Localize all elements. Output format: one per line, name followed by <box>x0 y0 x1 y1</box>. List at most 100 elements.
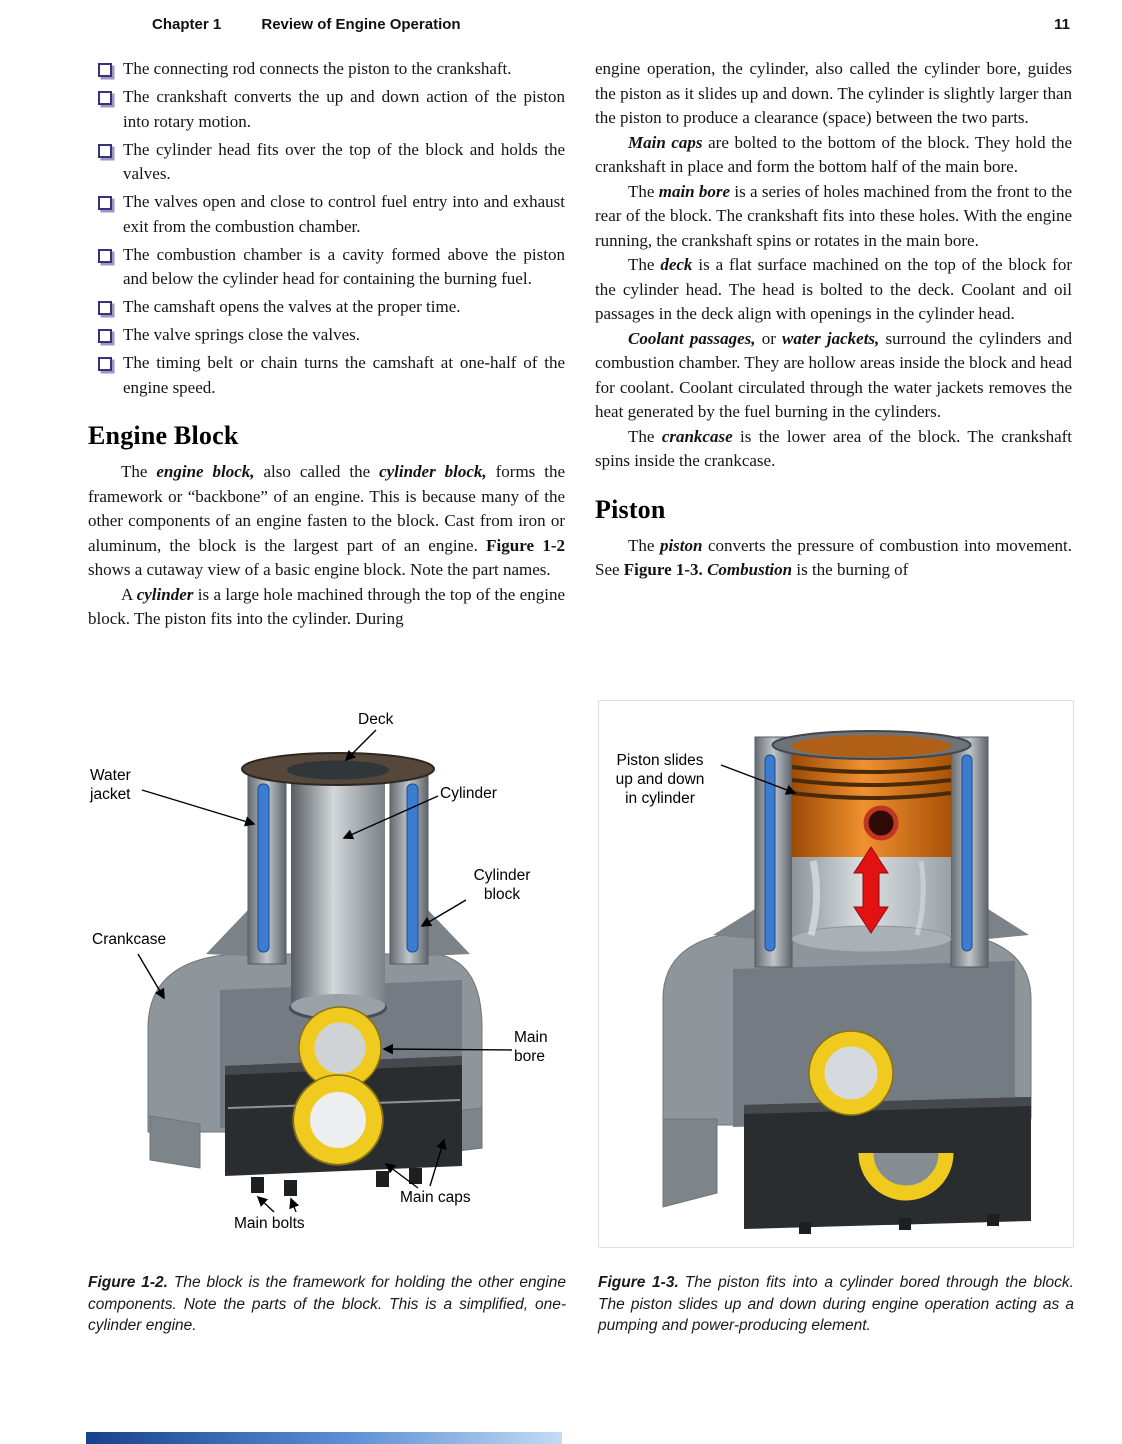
piston-ring-groove <box>791 765 952 774</box>
water-jacket-left <box>764 754 776 952</box>
bullet-text: The camshaft opens the valves at the pro… <box>123 297 461 316</box>
bullet-text: The connecting rod connects the piston t… <box>123 59 512 78</box>
figure-1-2-caption: Figure 1-2.The block is the framework fo… <box>88 1272 566 1337</box>
paragraph-main-caps: Main caps are bolted to the bottom of th… <box>595 132 1072 177</box>
main-bolt <box>376 1171 389 1187</box>
paragraph-crankcase: The crankcase is the lower area of the b… <box>595 426 1072 471</box>
label-cylinder-block: Cylinder block <box>473 867 531 903</box>
cylinder-walls <box>754 736 989 968</box>
main-bore-upper-ring <box>299 1007 381 1089</box>
piston-label-arrow <box>720 764 797 795</box>
label-cylinder: Cylinder <box>440 785 497 802</box>
figure-1-3-caption-tag: Figure 1-3. <box>598 1274 679 1291</box>
bullet-item: The cylinder head fits over the top of t… <box>98 138 565 187</box>
paragraph-deck: The deck is a flat surface machined on t… <box>595 255 1072 323</box>
bullet-text: The combustion chamber is a cavity forme… <box>123 244 565 289</box>
water-jacket-right <box>961 754 973 952</box>
piston-in-cylinder-illustration <box>662 730 1032 1234</box>
running-header: Chapter 1 Review of Engine Operation 11 <box>152 16 1070 33</box>
paragraph-engine-block-2: A cylinder is a large hole machined thro… <box>88 584 565 629</box>
bullet-text: The timing belt or chain turns the camsh… <box>123 353 565 397</box>
main-bolt <box>251 1177 264 1193</box>
deck-arrow <box>344 729 377 762</box>
bullet-item: The combustion chamber is a cavity forme… <box>98 243 565 292</box>
figure-1-3: Piston slides up and down in cylinder <box>598 700 1074 1248</box>
main-bolt <box>284 1180 297 1196</box>
main-caps-arrow <box>429 1138 447 1187</box>
bullet-item: The crankshaft converts the up and down … <box>98 85 565 134</box>
label-piston-slides: Piston slides up and down in cylinder <box>615 752 705 807</box>
piston-pin-hole <box>863 805 899 841</box>
label-crankcase: Crankcase <box>92 931 167 948</box>
bullet-text: The valve springs close the valves. <box>123 325 360 344</box>
bullet-text: The cylinder head fits over the top of t… <box>123 139 565 184</box>
main-bolt <box>799 1222 811 1234</box>
chapter-label: Chapter 1 <box>152 16 222 33</box>
chapter-title: Review of Engine Operation <box>261 16 461 33</box>
main-bore-arrow <box>382 1043 513 1055</box>
right-column: engine operation, the cylinder, also cal… <box>595 57 1072 632</box>
figure2-label-arrows <box>137 729 513 1213</box>
main-caps-and-bore <box>225 1006 462 1196</box>
label-main-caps: Main caps <box>400 1189 471 1206</box>
main-bolt <box>409 1168 422 1184</box>
summary-bullet-list: The connecting rod connects the piston t… <box>88 57 565 400</box>
figure-1-2-caption-text: The block is the framework for holding t… <box>88 1274 566 1334</box>
piston-assembly <box>771 730 972 953</box>
main-bolts-arrow <box>289 1197 300 1213</box>
piston-motion-arrow <box>853 846 889 934</box>
engine-block-cutaway-illustration <box>137 729 513 1213</box>
crankcase-arrow <box>137 953 165 1000</box>
main-bolt <box>987 1214 999 1226</box>
checkbox-bullet-icon <box>98 91 112 105</box>
water-jacket-left <box>257 783 270 953</box>
checkbox-bullet-icon <box>98 329 112 343</box>
cylinder-and-walls <box>241 752 435 1021</box>
left-column: The connecting rod connects the piston t… <box>88 57 565 632</box>
cylinder-bore <box>291 770 385 1006</box>
checkbox-bullet-icon <box>98 196 112 210</box>
bullet-item: The valves open and close to control fue… <box>98 190 565 239</box>
label-water-jacket: Water jacket <box>90 767 131 803</box>
main-bore-ring <box>809 1031 893 1115</box>
paragraph-cylinder-continued: engine operation, the cylinder, also cal… <box>595 59 1072 127</box>
figure-1-2-caption-tag: Figure 1-2. <box>88 1274 168 1291</box>
water-jacket-right <box>406 783 419 953</box>
bullet-item: The connecting rod connects the piston t… <box>98 57 565 82</box>
main-caps-and-bore <box>744 1030 1031 1234</box>
main-bore-half-ring <box>858 1152 954 1201</box>
engine-block-heading: Engine Block <box>88 421 239 450</box>
paragraph-coolant-passages: Coolant passages, or water jackets, surr… <box>595 328 1072 422</box>
piston-ring-groove <box>791 778 952 787</box>
bullet-text: The crankshaft converts the up and down … <box>123 87 565 131</box>
paragraph-main-bore: The main bore is a series of holes machi… <box>595 181 1072 250</box>
bullet-item: The camshaft opens the valves at the pro… <box>98 295 565 320</box>
bullet-item: The timing belt or chain turns the camsh… <box>98 351 565 400</box>
label-main-bolts: Main bolts <box>234 1215 305 1232</box>
running-header-left: Chapter 1 Review of Engine Operation <box>152 16 461 33</box>
checkbox-bullet-icon <box>98 63 112 77</box>
water-jacket-arrow <box>141 789 256 827</box>
cylinder-block-arrow <box>420 899 467 927</box>
main-bolt <box>899 1218 911 1230</box>
checkbox-bullet-icon <box>98 248 112 263</box>
label-main-bore: Main bore <box>514 1029 548 1065</box>
text-columns: The connecting rod connects the piston t… <box>88 57 1072 632</box>
figure-1-3-caption: Figure 1-3.The piston fits into a cylind… <box>598 1272 1074 1337</box>
label-deck: Deck <box>358 711 394 728</box>
figure-1-2: Deck Water jacket Cylinder Cylinder bloc… <box>88 698 566 1258</box>
main-caps-arrow <box>384 1163 419 1189</box>
main-bore-lower-ring <box>294 1076 382 1164</box>
paragraph-engine-block-1: The engine block, also called the cylind… <box>88 462 565 579</box>
paragraph-piston-1: The piston converts the pressure of comb… <box>595 535 1073 580</box>
footer-decoration-bar <box>86 1432 562 1444</box>
page-number: 11 <box>1054 16 1070 33</box>
piston-ring-groove <box>791 791 952 800</box>
main-bolts-arrow <box>256 1195 275 1213</box>
checkbox-bullet-icon <box>98 357 112 371</box>
bullet-text: The valves open and close to control fue… <box>123 192 565 236</box>
bullet-item: The valve springs close the valves. <box>98 323 565 348</box>
checkbox-bullet-icon <box>98 301 112 315</box>
cylinder-arrow <box>342 795 439 840</box>
figure-1-3-caption-text: The piston fits into a cylinder bored th… <box>598 1274 1074 1334</box>
